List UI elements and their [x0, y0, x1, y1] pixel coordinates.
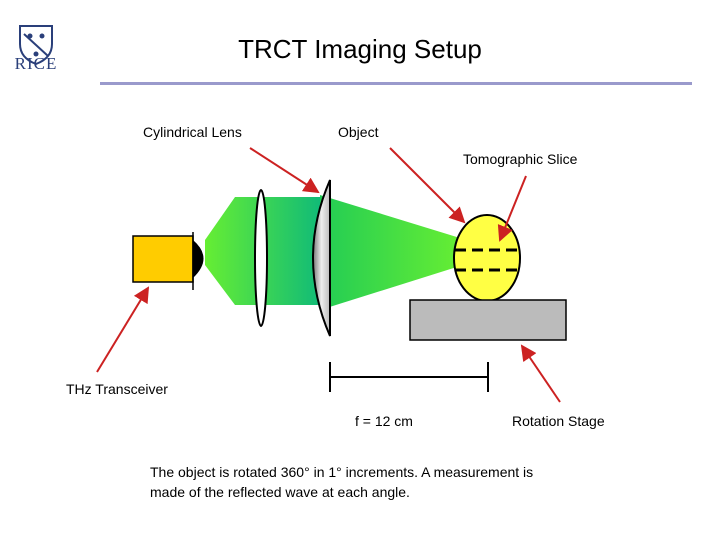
- label-thz-transceiver: THz Transceiver: [66, 381, 168, 397]
- page-title: TRCT Imaging Setup: [238, 34, 482, 64]
- logo-text: RICE: [14, 54, 58, 73]
- transceiver-aperture: [193, 240, 204, 278]
- arrow-cylindrical-lens: [249, 147, 320, 194]
- beam-converging: [320, 195, 460, 310]
- arrow-object: [389, 147, 466, 224]
- focal-length-bracket: [329, 362, 489, 392]
- rotation-stage: [409, 299, 567, 341]
- object-lens: [312, 179, 331, 337]
- arrow-thz-transceiver: [96, 286, 150, 373]
- object-ellipse: [453, 214, 521, 302]
- label-cylindrical-lens: Cylindrical Lens: [143, 124, 242, 140]
- label-object: Object: [338, 124, 379, 140]
- rice-shield-logo-icon: [19, 25, 53, 66]
- cylindrical-lens: [254, 189, 268, 327]
- caption: The object is rotated 360° in 1° increme…: [150, 462, 610, 502]
- caption-line-2: made of the reflected wave at each angle…: [150, 484, 410, 500]
- label-focal-length: f = 12 cm: [355, 413, 413, 429]
- caption-line-1: The object is rotated 360° in 1° increme…: [150, 464, 534, 480]
- label-rotation-stage: Rotation Stage: [512, 413, 605, 429]
- title-rule: [100, 82, 692, 85]
- label-tomographic-slice: Tomographic Slice: [463, 151, 578, 167]
- arrow-tomographic-slice: [497, 175, 527, 242]
- thz-transceiver-box: [132, 235, 194, 283]
- arrow-rotation-stage: [520, 344, 561, 403]
